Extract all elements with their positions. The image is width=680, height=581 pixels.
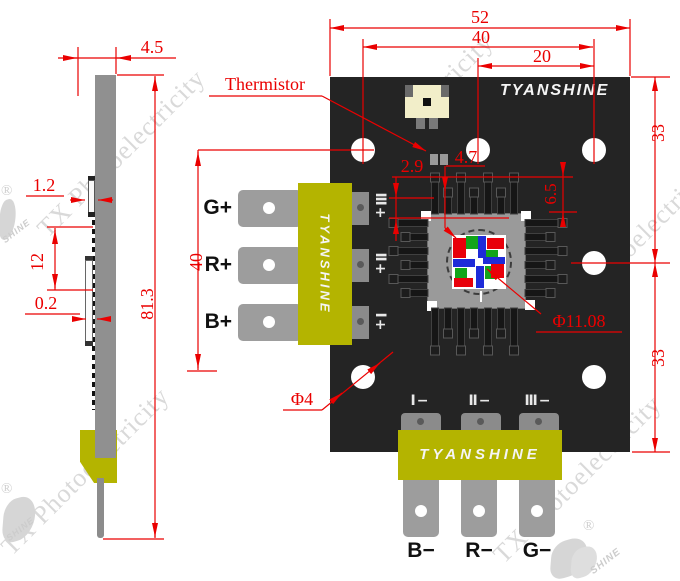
silkscreen-marking-iii-minus: Ⅲ− [524,393,552,409]
substrate-corner-pad [421,211,431,221]
callout-mount-hole-diameter: Φ4 [290,389,314,409]
die-cell [453,259,475,267]
die-cell [476,266,484,288]
board-logo: TYANSHINE [500,82,610,99]
connector-leg [429,118,438,129]
side-view-thermistor-cap [88,212,95,217]
mount-hole [351,138,375,162]
dim-side-pad-span: 12 [26,253,47,271]
terminal-label-r-minus: R− [465,539,493,562]
dim-front-width: 52 [471,7,489,27]
terminal-label-g-minus: G− [522,539,552,562]
connector-tab [405,85,413,97]
tab-hole [263,259,275,271]
dim-front-hole-half: 20 [533,45,551,66]
dim-front-bottom-third: 33 [647,349,668,367]
callout-lens-diameter: Φ11.08 [552,310,606,331]
die-cell [466,236,478,249]
dim-chip-dy: 6.5 [541,183,560,205]
thermistor-smd [430,154,438,165]
mount-hole [582,365,606,389]
side-view-thermistor-cap [88,176,95,181]
silkscreen-marking-ii-plus: Ⅱ+ [372,252,388,276]
silkscreen-marking-i-plus: Ⅰ+ [372,312,388,332]
connector-leg [416,118,425,129]
die-cell [478,236,486,258]
dim-side-top-width: 4.5 [140,37,164,57]
terminal-label-r-plus: R+ [204,253,232,276]
registered-mark-icon: ® [1,481,13,497]
connector-slot [423,98,431,106]
side-view-tab-cap [85,256,93,261]
dim-thermistor-dy: 4.7 [454,147,478,167]
terminal-label-b-minus: B− [407,539,435,562]
substrate-corner-pad [427,301,437,311]
side-view-tab-cap [85,341,93,346]
terminal-label-g-plus: G+ [203,196,232,219]
die-cell [487,238,504,249]
dim-side-height: 81.3 [136,288,157,320]
lens-circle-outline [446,229,512,295]
crimp-dot [357,261,364,268]
mount-hole [582,138,606,162]
substrate-corner-pad [521,211,531,221]
crimp-dot [357,204,364,211]
tab-hole [415,505,427,517]
tab-hole [473,505,485,517]
bottom-connector-logo: TYANSHINE [419,446,541,463]
side-view-thermistor [88,180,95,213]
registered-mark-icon: ® [1,183,13,199]
crimp-dot [357,318,364,325]
dim-side-component: 1.2 [32,175,56,195]
registered-mark-icon: ® [583,518,595,534]
silkscreen-marking-i-minus: Ⅰ− [410,393,430,409]
die-cell [453,238,466,258]
mount-hole [582,251,606,275]
die-cell [491,262,504,278]
substrate-corner-pad [525,300,535,310]
tab-hole [531,505,543,517]
side-view-pcb-edge [95,75,116,458]
side-view-terminal-tab-edge [85,260,93,342]
side-view-pin [97,478,104,538]
crimp-dot [417,418,424,425]
dim-side-pad-gap: 0.2 [34,293,58,313]
terminal-label-b-plus: B+ [204,310,232,333]
tab-hole [263,202,275,214]
bottom-connector-housing [398,430,562,480]
die-cell [455,268,467,279]
die-bottom-tick [480,291,482,302]
die-cell [486,250,498,259]
left-connector-logo: TYANSHINE [317,213,333,315]
mount-hole [351,365,375,389]
side-view-solder-pads [92,220,95,410]
callout-thermistor: Thermistor [225,74,305,94]
dim-thermistor-dx: 2.9 [400,156,424,176]
dim-front-hole-col: 40 [185,253,206,271]
dim-front-hole-span: 40 [472,26,490,47]
thermistor-smd [440,154,448,165]
die-cell [483,257,505,264]
die-cell [454,278,473,287]
connector-tab [441,85,449,97]
left-connector-housing [298,183,352,345]
led-die [452,235,506,289]
crimp-dot [535,418,542,425]
crimp-dot [477,418,484,425]
dim-front-top-third: 33 [647,124,668,142]
silkscreen-marking-iii-plus: Ⅲ+ [372,192,388,220]
tab-hole [263,316,275,328]
silkscreen-marking-ii-minus: Ⅱ− [468,393,492,409]
